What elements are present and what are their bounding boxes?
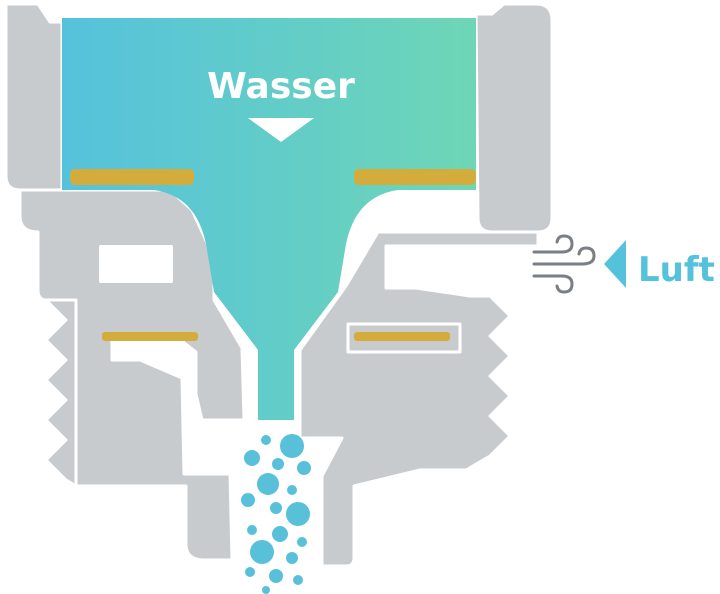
gasket-inner-left [102, 332, 198, 341]
water-label: Wasser [207, 66, 355, 107]
bubble [286, 552, 298, 564]
down-triangle-icon [248, 118, 314, 142]
gasket-top-right [354, 169, 476, 185]
bubble [250, 540, 274, 564]
bubble [287, 485, 297, 495]
left-triangle-icon [604, 240, 626, 288]
housing-left-threads [44, 298, 78, 488]
bubble [261, 435, 271, 445]
gasket-inner-right [354, 332, 450, 341]
gaskets [70, 169, 476, 341]
bubble [241, 493, 255, 507]
housing-right-wall [474, 2, 554, 234]
housing-left-window [97, 243, 175, 285]
bubble [297, 461, 311, 475]
bubble [262, 586, 270, 594]
bubble [297, 537, 307, 547]
bubble [272, 458, 284, 470]
bubble [272, 526, 288, 542]
bubble [257, 473, 279, 495]
housing-left-wall [4, 2, 64, 192]
bubble [245, 567, 255, 577]
water-reservoir [62, 18, 476, 420]
air-bubbles [241, 434, 311, 594]
air-label: Luft [638, 250, 715, 290]
bubble [293, 575, 303, 585]
bubble [244, 450, 260, 466]
bubble [270, 502, 282, 514]
bubble [247, 525, 257, 535]
bubble [286, 502, 310, 526]
housing-right-body [298, 230, 540, 568]
wind-icon [532, 234, 596, 294]
bubble [280, 434, 304, 458]
bubble [269, 569, 283, 583]
gasket-top-left [70, 169, 194, 185]
